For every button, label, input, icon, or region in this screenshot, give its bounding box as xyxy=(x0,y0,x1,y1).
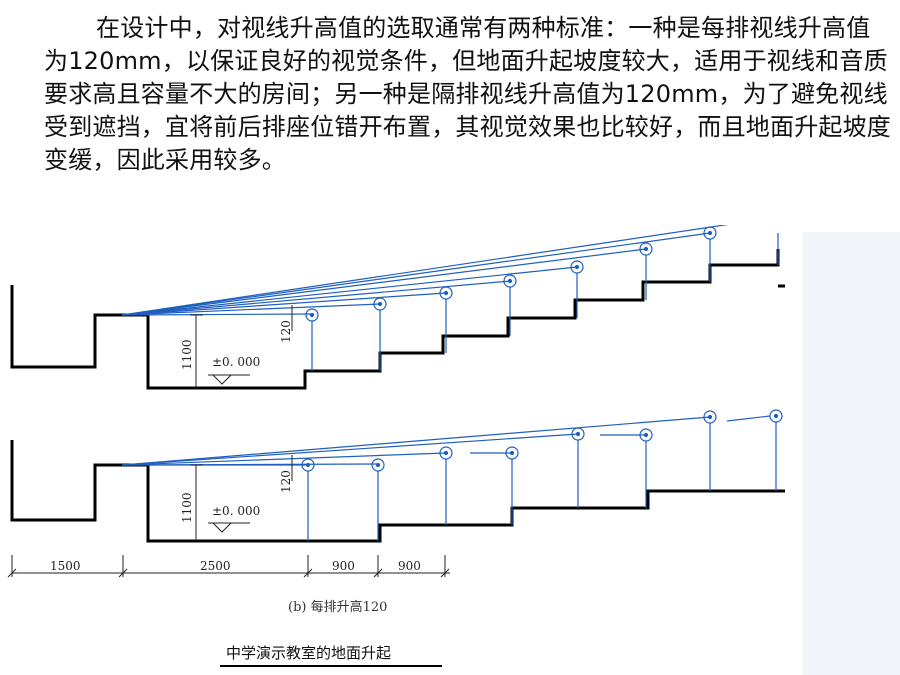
dim-label-1500: 1500 xyxy=(50,559,81,573)
bottom-label-1100: 1100 xyxy=(180,492,194,523)
top-section: 1100 120 ±0. 000 xyxy=(10,225,785,390)
floor-rise-diagram: 1100 120 ±0. 000 xyxy=(7,225,785,667)
bottom-elevation-triangle xyxy=(212,522,232,533)
bottom-eye-points xyxy=(301,409,783,541)
dim-label-900-b: 900 xyxy=(398,559,421,573)
dim-label-900-a: 900 xyxy=(332,559,355,573)
top-front-wall xyxy=(10,249,780,390)
dim-label-2500: 2500 xyxy=(200,559,231,573)
bottom-sightlines xyxy=(121,415,771,466)
bottom-front-wall xyxy=(10,440,785,543)
top-label-120: 120 xyxy=(279,320,293,343)
bottom-section: 1100 120 ±0. 000 xyxy=(10,409,785,543)
top-sightlines xyxy=(121,225,729,316)
dimension-line xyxy=(7,555,450,578)
figure-caption: 中学演示教室的地面升起 xyxy=(226,644,391,662)
intro-paragraph: 在设计中，对视线升高值的选取通常有两种标准：一种是每排视线升高值为120mm，以… xyxy=(44,12,894,177)
intro-paragraph-text: 在设计中，对视线升高值的选取通常有两种标准：一种是每排视线升高值为120mm，以… xyxy=(44,14,891,174)
side-panel xyxy=(803,232,900,675)
top-elevation-triangle xyxy=(212,374,232,385)
top-label-1100: 1100 xyxy=(180,339,194,370)
bottom-label-120: 120 xyxy=(279,470,293,493)
top-eye-points xyxy=(305,226,779,371)
bottom-elevation-label: ±0. 000 xyxy=(212,504,260,518)
top-elevation-label: ±0. 000 xyxy=(212,355,260,369)
sub-caption: (b) 每排升高120 xyxy=(288,599,387,615)
